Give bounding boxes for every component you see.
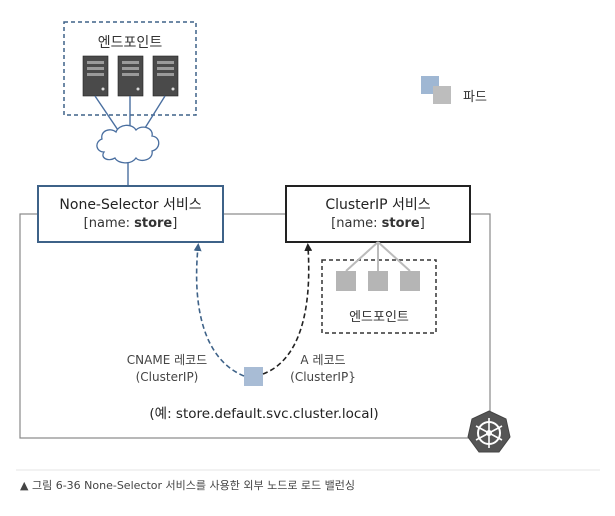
cloud-icon xyxy=(96,124,160,164)
server-icon xyxy=(117,55,144,97)
right-endpoints-label: 엔드포인트 xyxy=(349,310,409,325)
none-selector-name: [name: store] xyxy=(83,216,178,231)
server-icon xyxy=(152,55,179,97)
server-icon xyxy=(82,55,109,97)
pod-icon xyxy=(336,271,356,291)
kubernetes-wheel-icon xyxy=(467,410,511,453)
none-selector-service-box xyxy=(37,185,224,243)
legend-pod-icon xyxy=(421,76,451,104)
a-record-arrow xyxy=(262,243,313,375)
fqdn-example: (예: store.default.svc.cluster.local) xyxy=(149,406,379,422)
cluster-boundary xyxy=(19,213,491,439)
clusterip-service-box xyxy=(285,185,471,243)
clusterip-title: ClusterIP 서비스 xyxy=(325,197,431,213)
clusterip-name: [name: store] xyxy=(331,216,425,231)
client-pod-icon xyxy=(244,367,263,386)
pod-icon xyxy=(368,271,388,291)
figure-caption: ▲ 그림 6-36 None-Selector 서비스를 사용한 외부 노드로 … xyxy=(20,479,356,492)
top-endpoints-label: 엔드포인트 xyxy=(97,35,163,51)
cname-record-label: CNAME 레코드 (ClusterIP) xyxy=(126,353,208,384)
a-record-label: A 레코드 (ClusterIP} xyxy=(290,353,356,384)
legend-pod-label: 파드 xyxy=(463,90,487,105)
none-selector-title: None-Selector 서비스 xyxy=(59,197,202,213)
pod-icon xyxy=(400,271,420,291)
